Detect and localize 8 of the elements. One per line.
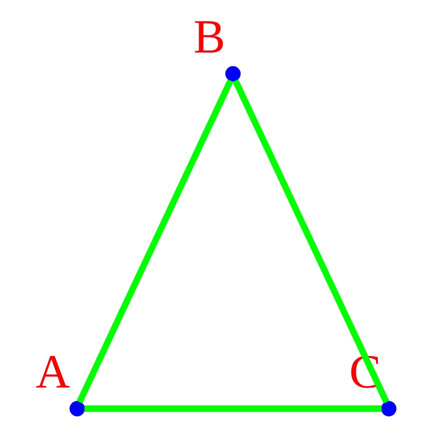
connector [84, 405, 382, 412]
node-circle [224, 66, 240, 82]
connector [232, 79, 389, 404]
node-circle [380, 401, 396, 416]
node-label: B [193, 12, 225, 64]
connector [76, 79, 233, 404]
node-label: A [35, 346, 70, 398]
node-circle [69, 401, 84, 416]
